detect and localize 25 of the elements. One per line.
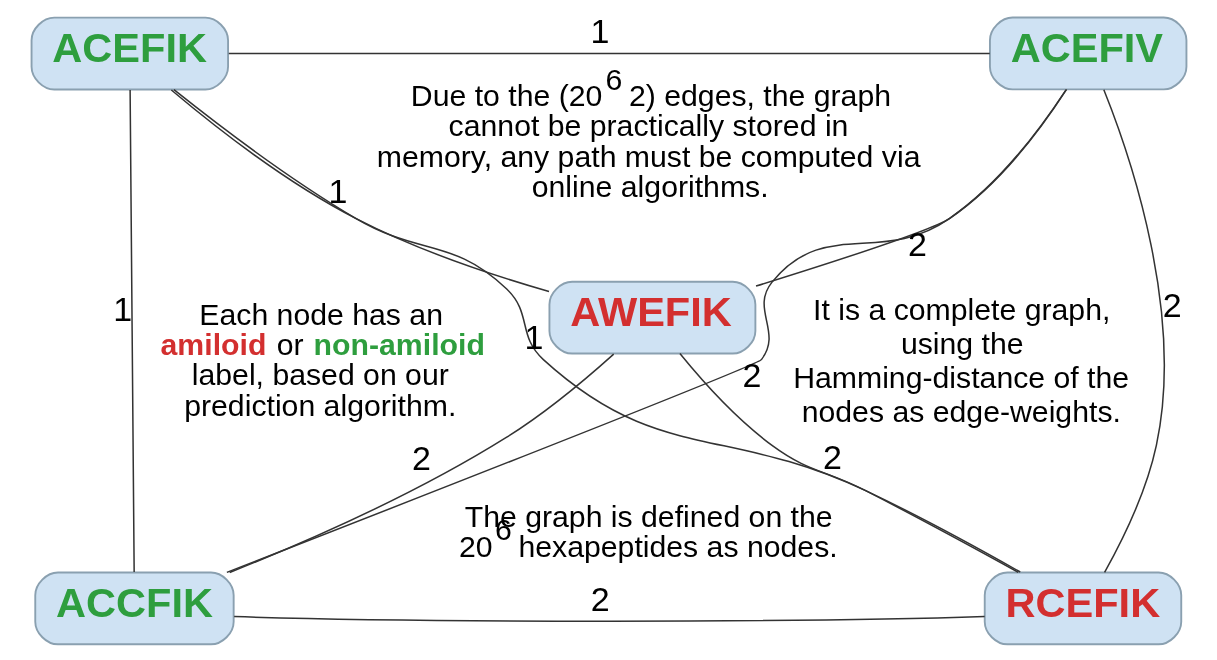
edge-label: 2	[742, 355, 761, 394]
connector	[227, 52, 990, 55]
edge-label: 2	[411, 438, 431, 477]
node-box: ACEFIK	[30, 16, 229, 91]
connector	[1102, 89, 1165, 574]
edge-label: 1	[523, 318, 543, 356]
connector	[232, 615, 985, 622]
connector	[170, 89, 550, 293]
connector	[754, 88, 1067, 287]
node-box: ACCFIK	[33, 571, 235, 646]
connector	[128, 89, 135, 573]
edge-label: 1	[590, 11, 609, 50]
label: It is a complete graph, using the Hamming-distance of the nodes as edge-weights.	[792, 292, 1129, 428]
edge-label: 2	[1162, 285, 1182, 324]
connector	[228, 353, 614, 574]
edge-label: 1	[112, 289, 132, 328]
label: Each node has an amiloid or non-amiloid label, based on our prediction algorithm.	[160, 297, 485, 422]
edge-label: 2	[907, 225, 927, 264]
edge-label: 2	[822, 438, 842, 477]
edge-label: 2	[590, 579, 610, 618]
node-box: AWEFIK	[548, 280, 756, 355]
node-box: RCEFIK	[983, 571, 1182, 646]
node-box: ACEFIV	[988, 16, 1187, 91]
connector	[678, 352, 1019, 574]
edge-label: 1	[328, 172, 348, 211]
